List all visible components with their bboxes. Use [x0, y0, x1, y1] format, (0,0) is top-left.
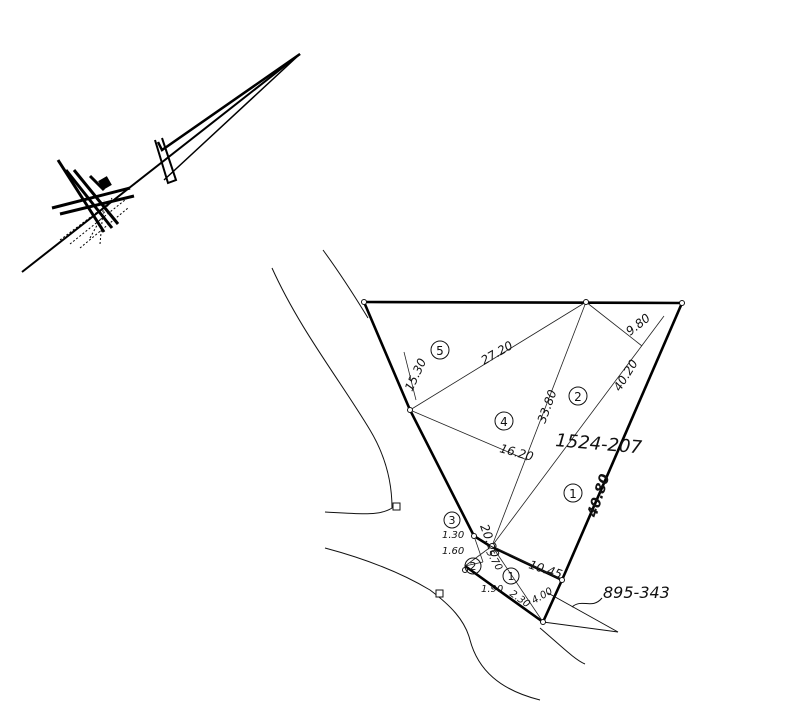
parcel-number: 1524-207: [555, 430, 644, 459]
svg-text:3: 3: [449, 514, 456, 527]
parcel-numbers: 1524-207 895-343: [555, 430, 670, 608]
dimension-label: 1.30: [442, 530, 464, 541]
svg-text:5: 5: [436, 344, 444, 358]
north-arrow-icon: [21, 52, 301, 273]
subparcel-label: 5: [430, 340, 450, 360]
subparcel-label: 2: [568, 386, 588, 406]
dimension-label: 40.20: [611, 357, 641, 394]
dimension-label: 16.20: [498, 441, 535, 464]
subparcel-label: 4: [494, 411, 514, 431]
vertices: [361, 299, 685, 625]
parcel-outline: [362, 300, 684, 633]
svg-text:4: 4: [500, 415, 508, 429]
subparcel-labels: 5 4 2 1 3 2 1: [430, 340, 588, 585]
subparcel-label: 1: [563, 483, 583, 503]
dimension-label: 1.60: [442, 546, 464, 557]
subparcel-label: 3: [443, 511, 461, 529]
subparcel-label: 1: [502, 567, 520, 585]
subparcel-label: 2: [464, 557, 482, 575]
svg-text:2: 2: [470, 560, 477, 573]
road-edges: [271, 249, 586, 701]
dimension-label: 10.45: [527, 558, 564, 582]
triangulation-lines: [403, 301, 665, 623]
svg-text:1: 1: [569, 487, 577, 501]
dimension-label: 9.80: [623, 311, 653, 339]
leader-line: [571, 597, 603, 608]
dimension-label: 40.80: [584, 472, 613, 520]
dimension-label: 27.20: [479, 338, 516, 367]
neighbor-parcel-number: 895-343: [603, 583, 670, 602]
boundary-marker: [392, 502, 401, 511]
svg-text:1: 1: [508, 570, 515, 583]
dimension-label: 33.80: [535, 388, 560, 425]
boundary-marker: [435, 589, 444, 598]
dimension-label: 1.90: [481, 584, 503, 595]
dimension-label: 2.30: [507, 588, 532, 610]
svg-text:2: 2: [574, 390, 582, 404]
